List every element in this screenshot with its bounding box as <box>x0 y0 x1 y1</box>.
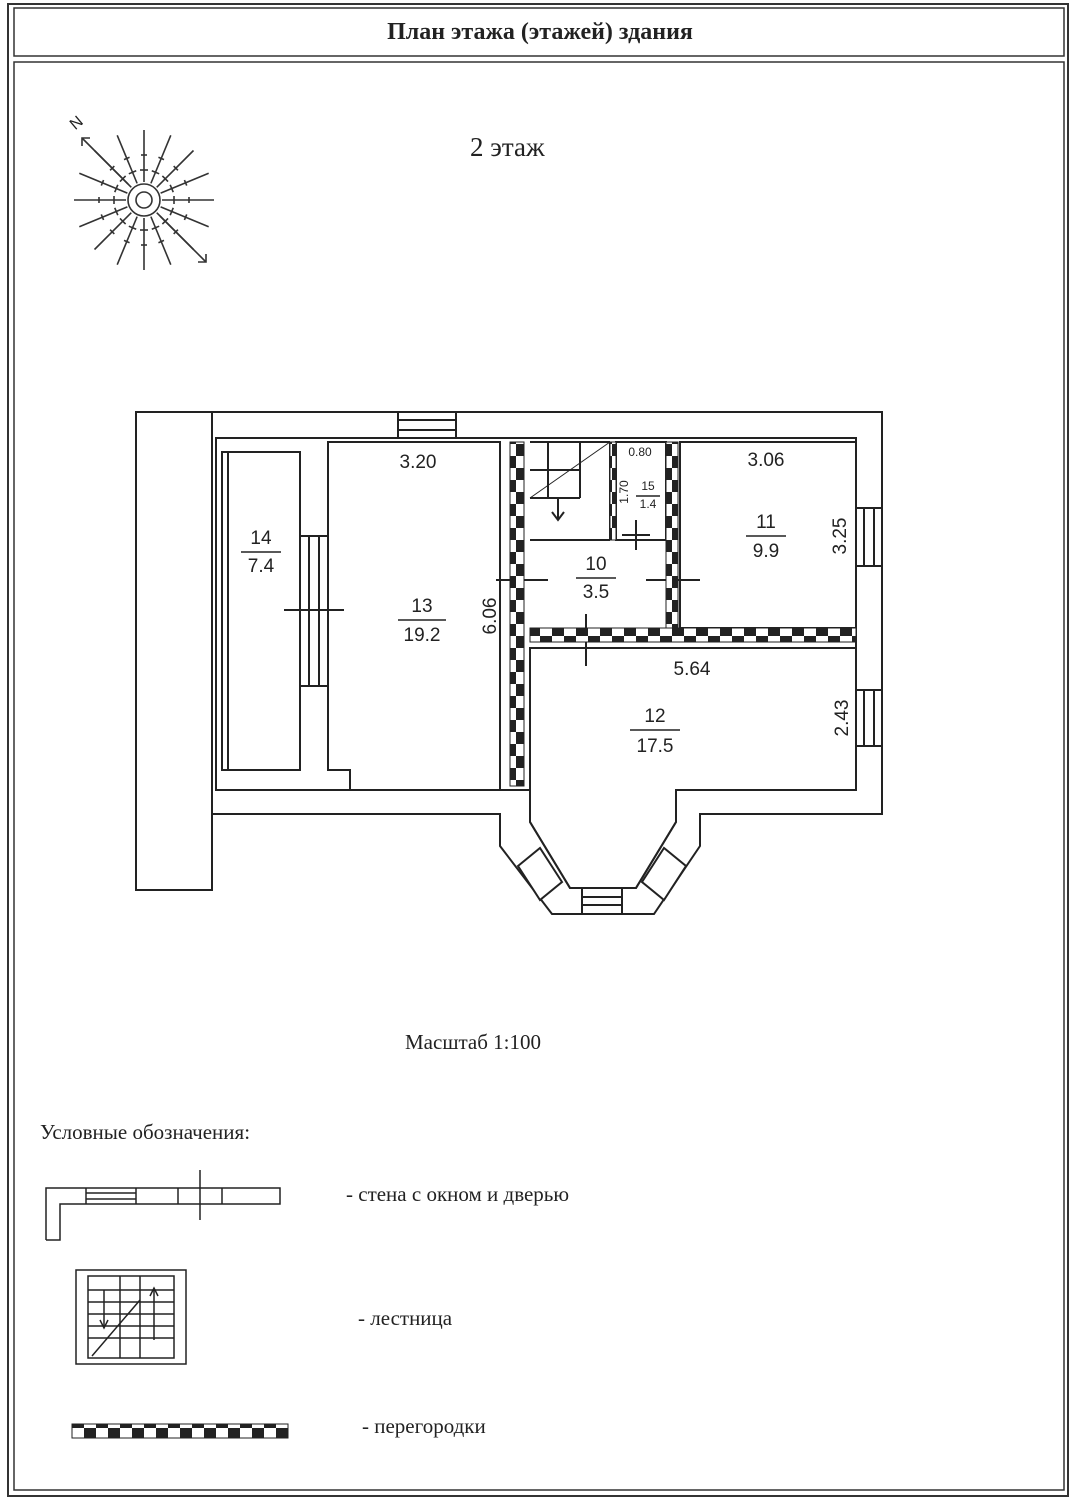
compass-rose-icon <box>73 130 215 271</box>
dim-room15-height: 1.70 <box>617 480 631 504</box>
scale-label: Масштаб 1:100 <box>405 1030 542 1054</box>
dim-room13-width: 3.20 <box>400 452 437 473</box>
room-fraction-lines <box>241 495 786 731</box>
building-outline <box>135 411 883 915</box>
room-15-number: 15 <box>641 479 655 493</box>
room-13-number: 13 <box>411 596 432 617</box>
floor-label: 2 этаж <box>470 132 545 162</box>
dim-room15-width: 0.80 <box>628 445 652 459</box>
legend-text-stairs: - лестница <box>358 1306 453 1330</box>
dim-room11-height: 3.25 <box>830 518 851 555</box>
compass-north-label: N <box>67 113 87 133</box>
room-12-number: 12 <box>644 706 665 727</box>
window-bay-left <box>516 846 564 902</box>
dim-room12-width: 5.64 <box>674 659 711 680</box>
window-bay-right <box>640 846 688 902</box>
room-10-area: 3.5 <box>583 582 609 603</box>
legend-wall-window-door-icon <box>45 1170 281 1241</box>
dim-room13-height: 6.06 <box>480 598 501 635</box>
room-15-area: 1.4 <box>640 497 657 511</box>
room-13-area: 19.2 <box>404 625 441 646</box>
window-room11-right <box>855 507 883 567</box>
room-14-area: 7.4 <box>248 556 275 577</box>
room-10-number: 10 <box>585 554 606 575</box>
page-title: План этажа (этажей) здания <box>387 18 693 45</box>
floor-plan <box>135 411 883 915</box>
legend-title: Условные обозначения: <box>40 1120 251 1144</box>
legend-text-partitions: - перегородки <box>362 1414 486 1438</box>
room-12-area: 17.5 <box>637 736 674 757</box>
window-top <box>397 411 457 439</box>
room-13-outline <box>327 441 501 791</box>
dim-room12-height: 2.43 <box>832 700 853 737</box>
room-14-number: 14 <box>250 528 272 549</box>
partitions <box>509 441 857 787</box>
legend-text-wall: - стена с окном и дверью <box>346 1182 570 1206</box>
legend-partition-icon <box>71 1423 289 1439</box>
window-room12-right <box>855 689 883 747</box>
legend-stairs-icon <box>75 1269 187 1365</box>
window-bay-bottom <box>581 887 623 915</box>
room-11-number: 11 <box>756 512 776 533</box>
room-11-area: 9.9 <box>753 541 779 562</box>
dim-room11-width: 3.06 <box>748 450 785 471</box>
